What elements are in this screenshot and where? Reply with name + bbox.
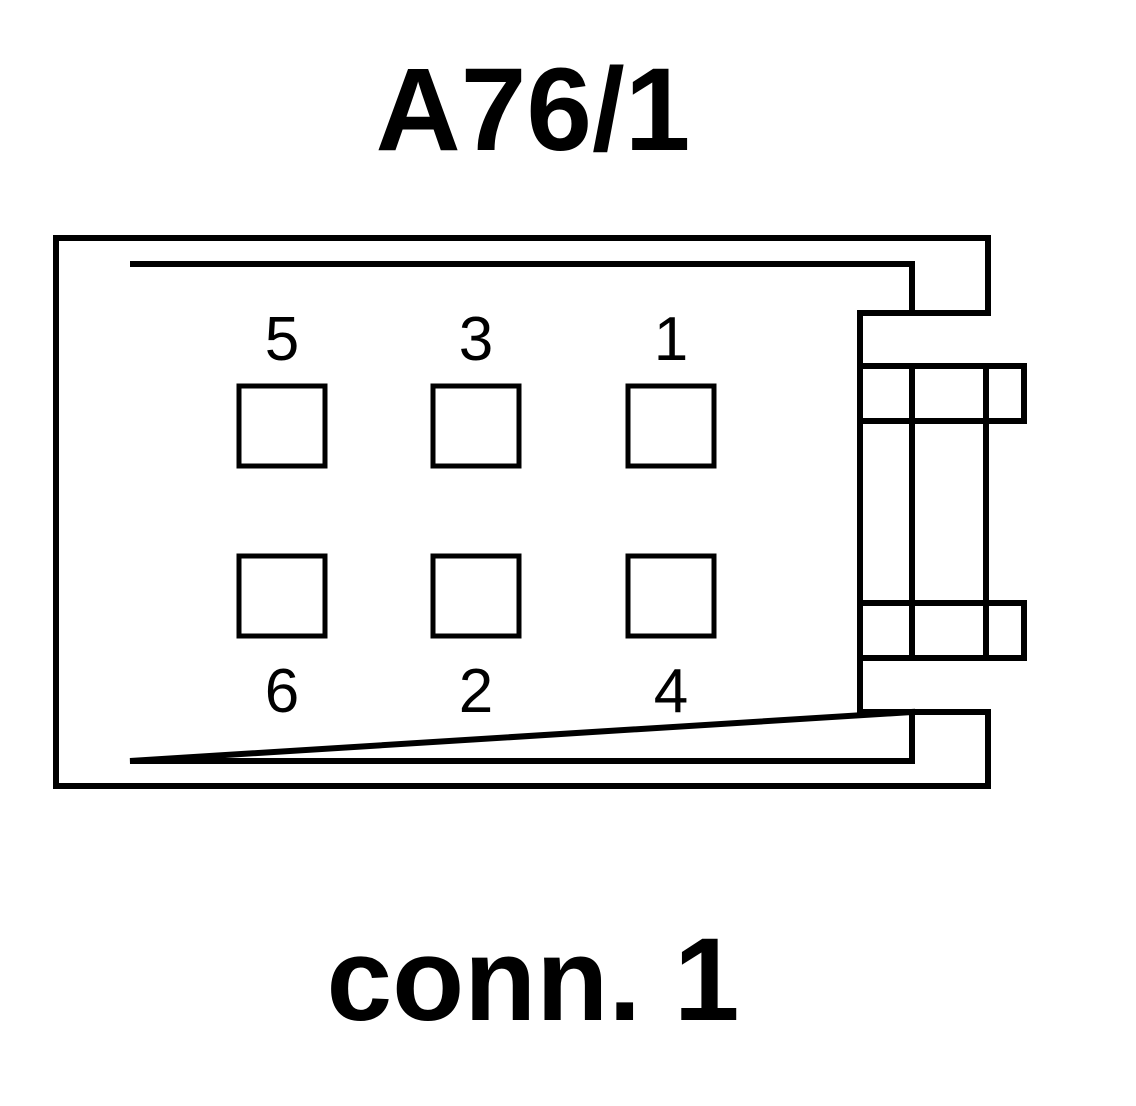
pin-cavities: 5 3 1 6 2 4 [236, 305, 717, 726]
connector-label: conn. 1 [326, 914, 739, 1046]
pin-cavity [625, 553, 717, 639]
pin-cavity [236, 383, 328, 469]
pin-cavity [625, 383, 717, 469]
pin-5: 5 [236, 305, 328, 469]
pin-6: 6 [236, 553, 328, 726]
pin-3: 3 [430, 305, 522, 469]
pin-1: 1 [625, 305, 717, 469]
pin-number: 6 [265, 657, 299, 726]
housing-inner-outline [129, 261, 915, 764]
housing-outer-outline [53, 235, 991, 789]
connector-housing [53, 235, 1027, 789]
pin-4: 4 [625, 553, 717, 726]
locking-latch [857, 363, 1027, 661]
pin-number: 4 [654, 657, 688, 726]
pin-number: 2 [459, 657, 493, 726]
pin-number: 1 [654, 305, 688, 374]
pin-number: 5 [265, 305, 299, 374]
pin-number: 3 [459, 305, 493, 374]
pin-cavity [236, 553, 328, 639]
pin-cavity [430, 553, 522, 639]
connector-id-title: A76/1 [376, 44, 691, 176]
pin-cavity [430, 383, 522, 469]
pin-2: 2 [430, 553, 522, 726]
